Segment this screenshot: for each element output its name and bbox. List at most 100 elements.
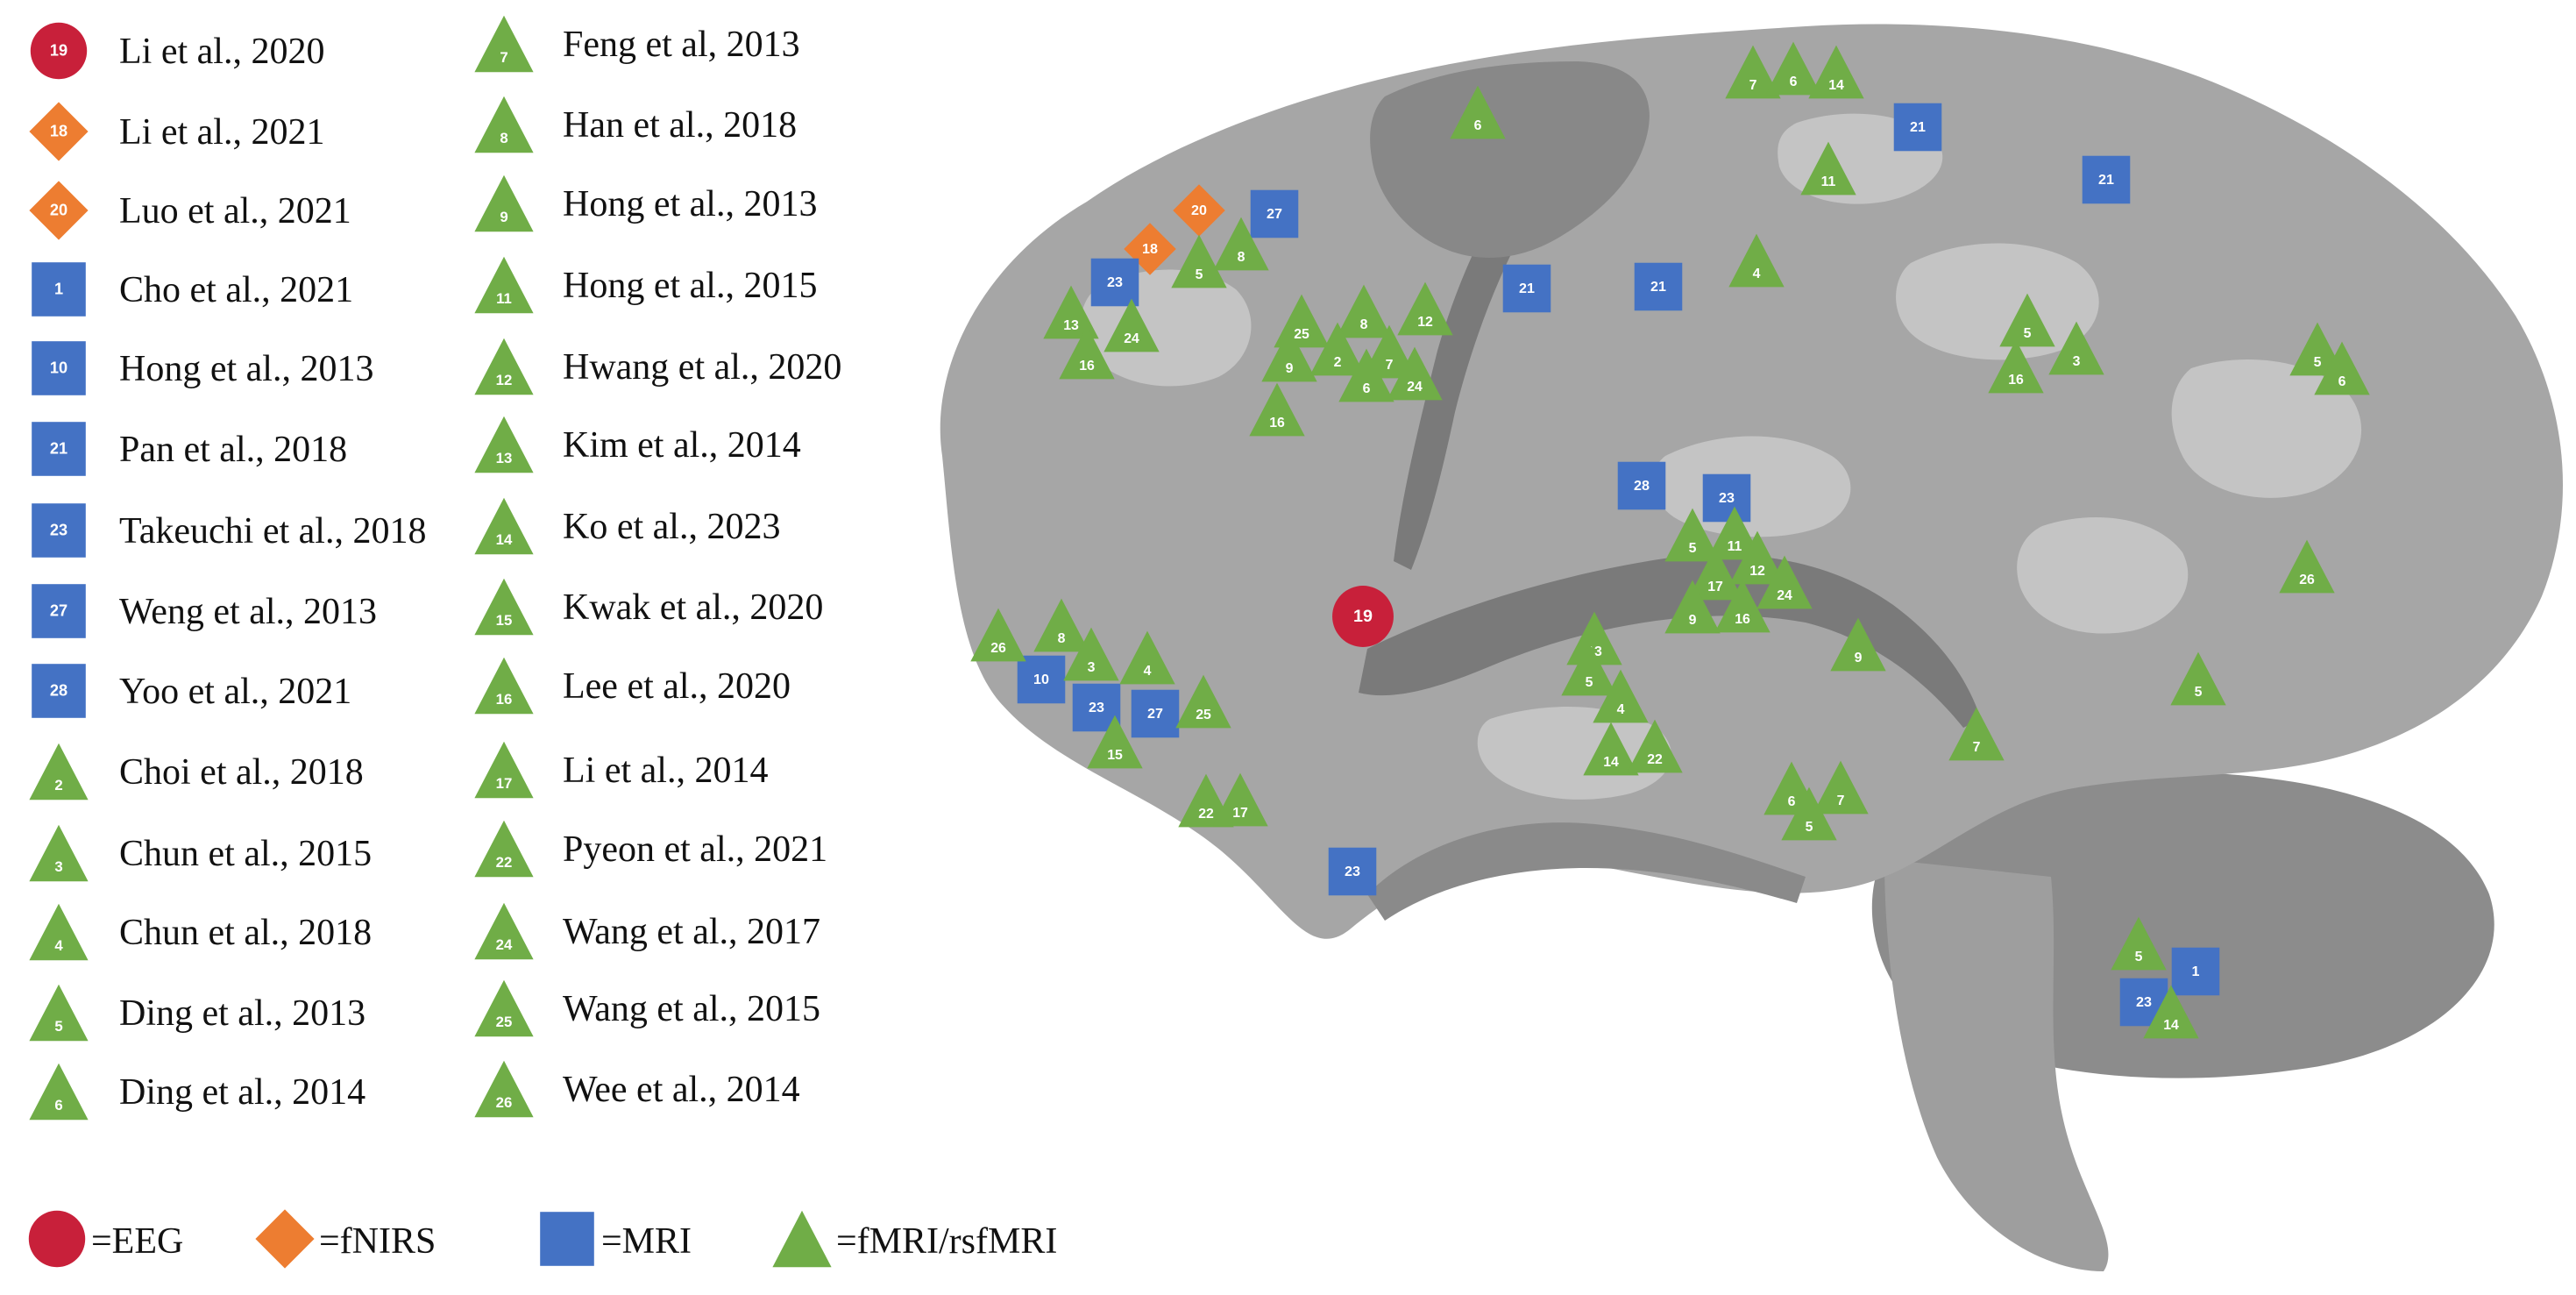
svg-text:4: 4 (1144, 664, 1152, 679)
triangle-marker-icon: 6 (28, 1061, 89, 1122)
study-marker-triangle: 4 (1593, 669, 1649, 723)
svg-text:14: 14 (2163, 1018, 2179, 1033)
svg-text:23: 23 (1719, 490, 1735, 506)
study-marker-triangle: 7 (1948, 707, 2005, 761)
svg-text:24: 24 (1777, 588, 1792, 603)
svg-text:18: 18 (1142, 241, 1158, 257)
diamond-key-icon (254, 1208, 316, 1270)
legend-label: Han et al., 2018 (563, 105, 798, 146)
svg-text:7: 7 (1386, 358, 1394, 373)
triangle-marker-icon: 14 (473, 495, 535, 557)
svg-text:10: 10 (50, 359, 67, 377)
triangle-marker-icon: 13 (473, 414, 535, 475)
svg-text:2: 2 (54, 777, 62, 793)
svg-text:11: 11 (1728, 539, 1742, 554)
svg-text:15: 15 (1107, 748, 1123, 763)
svg-text:21: 21 (1910, 119, 1926, 135)
svg-text:14: 14 (1828, 78, 1844, 93)
svg-text:7: 7 (1973, 740, 1981, 755)
study-marker-triangle: 3 (2048, 321, 2104, 375)
svg-text:19: 19 (1353, 607, 1373, 626)
study-marker-triangle: 14 (1808, 45, 1864, 99)
legend-label: Wee et al., 2014 (563, 1070, 800, 1110)
triangle-marker-icon: 25 (473, 978, 535, 1039)
study-marker-triangle: 16 (1714, 579, 1771, 633)
svg-text:5: 5 (2024, 326, 2032, 341)
legend-entry: 28 Yoo et al., 2021 (28, 660, 484, 722)
gyrus-highlight (2017, 517, 2189, 634)
modality-key-label: =fMRI/rsfMRI (836, 1221, 1058, 1262)
study-marker-diamond: 20 (1173, 184, 1225, 237)
study-marker-triangle: 5 (1171, 234, 1227, 288)
study-marker-square: 23 (2119, 978, 2168, 1027)
svg-text:21: 21 (2098, 172, 2114, 188)
study-marker-triangle: 17 (1212, 772, 1268, 827)
central-sulcus (1394, 88, 1622, 570)
legend-label: Chun et al., 2015 (119, 834, 373, 874)
svg-text:8: 8 (1238, 250, 1245, 265)
study-marker-triangle: 8 (1213, 217, 1269, 271)
brain-illustration (940, 24, 2563, 1271)
legend-entry: 23 Takeuchi et al., 2018 (28, 500, 484, 561)
svg-text:13: 13 (496, 450, 513, 466)
legend-label: Kim et al., 2014 (563, 425, 801, 466)
svg-text:16: 16 (1269, 416, 1285, 430)
triangle-marker-icon: 22 (473, 818, 535, 879)
study-marker-triangle: 13 (1043, 285, 1099, 339)
svg-text:28: 28 (50, 682, 67, 700)
study-marker-triangle: 8 (1033, 598, 1089, 652)
study-marker-triangle: 16 (1249, 382, 1305, 437)
svg-text:16: 16 (1735, 612, 1750, 627)
triangle-marker-icon: 11 (473, 254, 535, 316)
legend-label: Li et al., 2021 (119, 112, 325, 153)
svg-text:20: 20 (50, 202, 67, 219)
svg-text:16: 16 (496, 691, 513, 708)
study-marker-square: 1 (2171, 947, 2220, 996)
study-marker-triangle: 9 (1261, 328, 1317, 382)
legend-label: Takeuchi et al., 2018 (119, 511, 427, 551)
legend-label: Choi et al., 2018 (119, 752, 364, 793)
legend-label: Yoo et al., 2021 (119, 672, 352, 712)
svg-text:7: 7 (500, 49, 507, 66)
svg-text:3: 3 (2073, 354, 2081, 369)
svg-text:8: 8 (1360, 317, 1368, 332)
svg-text:11: 11 (496, 290, 512, 307)
legend-label: Li et al., 2014 (563, 751, 769, 791)
svg-text:20: 20 (1191, 203, 1207, 218)
svg-text:6: 6 (1790, 75, 1798, 89)
svg-text:17: 17 (496, 775, 513, 792)
triangle-marker-icon: 7 (473, 13, 535, 75)
triangle-marker-icon: 16 (473, 655, 535, 716)
legend-label: Li et al., 2020 (119, 32, 325, 72)
svg-text:6: 6 (1788, 794, 1796, 809)
study-marker-triangle: 12 (1397, 281, 1453, 336)
study-marker-triangle: 17 (1687, 546, 1743, 601)
square-marker-icon: 21 (28, 418, 89, 480)
study-marker-triangle: 6 (1338, 348, 1394, 402)
study-marker-triangle: 5 (2111, 916, 2167, 971)
study-marker-triangle: 5 (1999, 293, 2055, 347)
diamond-marker-icon: 20 (28, 180, 89, 241)
svg-text:23: 23 (50, 522, 67, 539)
study-marker-square: 27 (1131, 689, 1180, 738)
svg-text:7: 7 (1837, 793, 1845, 808)
svg-text:1: 1 (54, 281, 63, 298)
study-marker-triangle: 7 (1361, 324, 1417, 379)
inferior-temporal-region (1367, 822, 1806, 921)
svg-text:8: 8 (1058, 631, 1066, 646)
legend-label: Wang et al., 2017 (563, 912, 821, 952)
study-marker-triangle: 11 (1707, 506, 1763, 560)
svg-text:24: 24 (1407, 380, 1423, 395)
svg-text:12: 12 (496, 372, 513, 388)
triangle-marker-icon: 2 (28, 741, 89, 802)
